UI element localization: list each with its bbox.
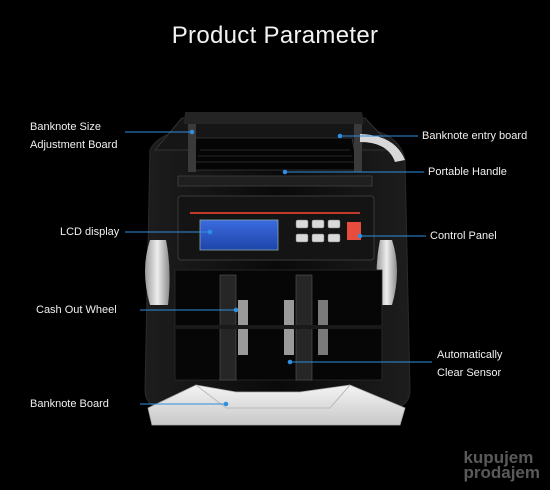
control-panel-area — [177, 195, 375, 261]
lcd-screen — [199, 219, 279, 251]
label-cash-out-wheel: Cash Out Wheel — [36, 304, 117, 316]
label-portable-handle: Portable Handle — [428, 166, 507, 178]
watermark-line: kupujem — [463, 448, 534, 467]
label-entry-board: Banknote entry board — [422, 130, 528, 142]
watermark-line: prodajem — [463, 463, 540, 482]
label-line: Automatically — [437, 349, 503, 361]
left-side-panel — [145, 240, 170, 305]
watermark: kupujem prodajem — [463, 448, 540, 482]
panel-buttons — [295, 219, 341, 243]
label-control-panel: Control Panel — [430, 230, 497, 242]
label-clear-sensor: Automatically Clear Sensor — [437, 346, 502, 382]
label-size-adjustment-board: Banknote Size Adjustment Board — [30, 118, 117, 154]
label-lcd-display: LCD display — [60, 226, 120, 238]
label-line: Adjustment Board — [30, 139, 118, 151]
label-line: Banknote Size — [30, 121, 101, 133]
cash-out-area — [174, 269, 383, 381]
diagram-title: Product Parameter — [171, 22, 379, 49]
label-line: Clear Sensor — [437, 367, 502, 379]
label-banknote-board: Banknote Board — [30, 398, 109, 410]
